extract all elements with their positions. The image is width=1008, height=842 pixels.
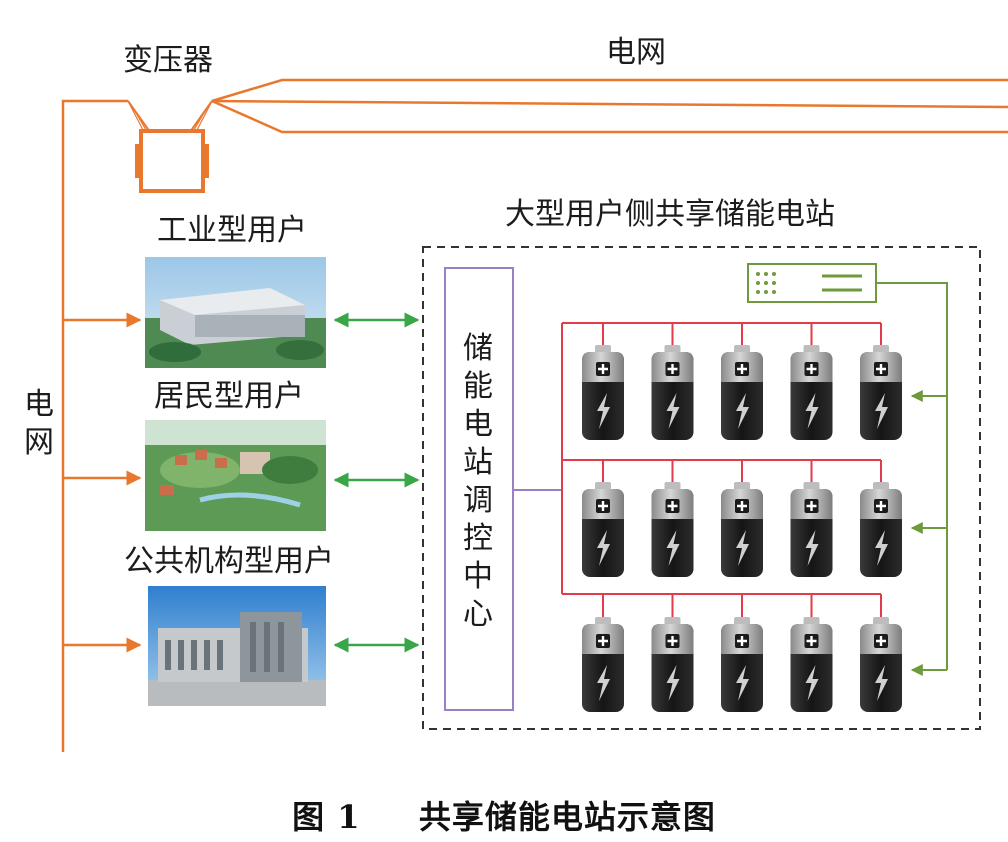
monitoring-device-icon [747, 263, 877, 303]
battery-array [582, 345, 902, 712]
battery-icon [721, 482, 763, 577]
transformer-icon [127, 100, 213, 193]
battery-icon [790, 617, 833, 712]
user-label-residential: 居民型用户 [154, 379, 304, 414]
battery-icon [790, 345, 833, 440]
figure-caption: 图 1 共享储能电站示意图 [0, 792, 1008, 838]
battery-icon [582, 482, 624, 577]
user-label-industrial: 工业型用户 [157, 213, 307, 248]
battery-icon [860, 482, 902, 577]
battery-icon [651, 345, 694, 440]
user-label-public: 公共机构型用户 [124, 544, 334, 579]
transformer-label: 变压器 [123, 43, 213, 78]
station-title: 大型用户侧共享储能电站 [505, 197, 835, 232]
battery-icon [582, 345, 624, 440]
battery-icon [582, 617, 624, 712]
battery-icon [790, 482, 833, 577]
monitoring-lines [876, 282, 948, 676]
industrial-user-photo [145, 257, 326, 368]
storage-station-border [422, 246, 981, 730]
grid-label-top: 电网 [606, 35, 666, 70]
control-center-label: 储能电站调控中心 [463, 331, 493, 632]
grid-label-left: 电网 [24, 387, 54, 460]
battery-icon [860, 345, 902, 440]
battery-icon [721, 617, 763, 712]
grid-lines [61, 78, 1008, 752]
public-institution-user-photo [148, 586, 326, 706]
battery-icon [721, 345, 763, 440]
battery-icon [651, 482, 694, 577]
residential-user-photo [145, 420, 326, 531]
battery-busbars [561, 322, 882, 621]
figure-number: 图 1 [292, 798, 361, 836]
battery-icon [651, 617, 694, 712]
user-station-links [333, 312, 420, 653]
battery-icon [860, 617, 902, 712]
figure-title: 共享储能电站示意图 [418, 798, 716, 836]
